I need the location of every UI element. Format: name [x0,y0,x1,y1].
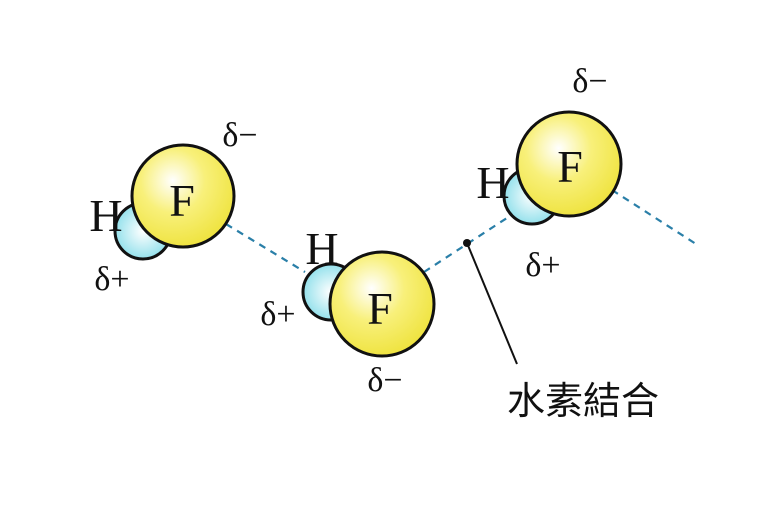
hydrogen-label-2: H [305,223,338,274]
fluorine-atom [130,143,236,249]
hf-molecule-2 [301,250,436,358]
leader-line [466,242,518,365]
fluorine-atom [515,110,623,218]
hydrogen-label-3: H [476,157,509,208]
charge-negative-1: δ− [222,117,257,154]
hf-molecule-3 [502,110,623,226]
charge-negative-3: δ− [572,63,607,100]
hydrogen-bond-2 [423,215,511,273]
fluorine-label-2: F [367,283,393,334]
hf-molecule-1 [113,143,236,261]
hydrogen-label-1: H [89,190,122,241]
hydrogen-bond-label: 水素結合 [507,379,659,423]
charge-positive-2: δ+ [260,296,295,333]
charge-positive-3: δ+ [525,247,560,284]
hydrogen-bond-1 [225,223,306,273]
charge-positive-1: δ+ [94,261,129,298]
hydrogen-bond-3 [611,189,697,245]
fluorine-label-3: F [557,141,583,192]
charge-negative-2: δ− [367,362,402,399]
fluorine-atom [328,250,436,358]
fluorine-label-1: F [169,175,195,226]
